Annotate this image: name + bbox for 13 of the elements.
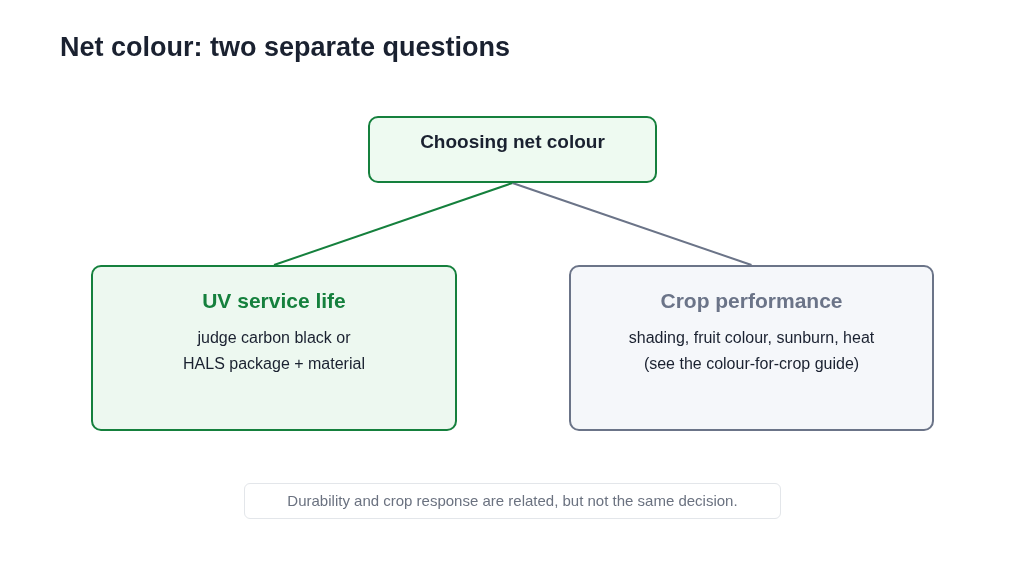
note-text: Durability and crop response are related, but not the same decision. (287, 490, 738, 511)
diagram-title: Net colour: two separate questions (60, 32, 511, 63)
box-heading: UV service life (202, 289, 346, 313)
topic-box (368, 116, 657, 183)
topic-box (91, 265, 457, 431)
topic-box (569, 265, 934, 431)
box-description: shading, fruit colour, sunburn, heat (see the colour-for-crop guide) (627, 328, 876, 375)
box-description: judge carbon black or HALS package + material (182, 328, 366, 375)
box-heading: Crop performance (660, 289, 843, 313)
connector-line (511, 182, 753, 266)
connector-line (273, 182, 514, 266)
box-heading: Choosing net colour (420, 131, 605, 153)
note-box (244, 483, 781, 519)
